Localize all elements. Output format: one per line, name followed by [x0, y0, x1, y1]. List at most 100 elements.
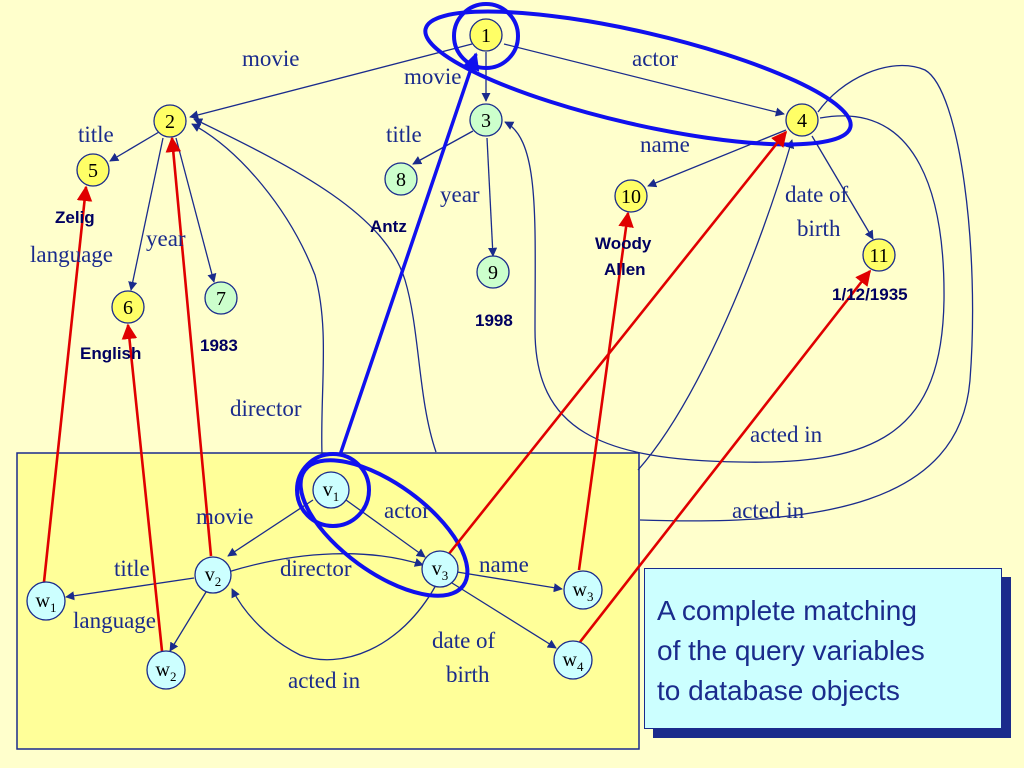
qedge-v2-w1 — [65, 577, 195, 601]
label-movie-1-3: movie — [404, 64, 462, 89]
label-name-4-10: name — [640, 132, 690, 157]
value-english: English — [80, 344, 141, 363]
caption-line-2: of the query variables — [657, 635, 925, 666]
query-node-v1: v1 — [312, 471, 350, 509]
edge-1-4 — [503, 43, 785, 117]
value-zelig: Zelig — [55, 208, 95, 227]
database-nodes: 1 2 3 4 5 6 7 8 9 10 11 — [76, 18, 896, 324]
value-allen: Allen — [604, 260, 646, 279]
edge-4-11 — [811, 135, 874, 240]
match-v3-4 — [446, 130, 788, 556]
caption-line-1: A complete matching — [657, 595, 917, 626]
svg-text:8: 8 — [396, 169, 406, 191]
value-antz: Antz — [370, 217, 407, 236]
edge-2-6 — [128, 137, 164, 291]
highlight-ellipse-1-4 — [423, 9, 853, 147]
match-w3-10 — [577, 211, 634, 571]
db-node-2: 2 — [153, 104, 187, 138]
edge-acted-in-b — [639, 65, 974, 522]
edge-acted-in-a — [504, 115, 945, 463]
qedge-v1-v3 — [345, 499, 426, 558]
query-node-v2: v2 — [194, 556, 232, 594]
svg-text:1: 1 — [481, 25, 491, 47]
query-node-w4: w4 — [553, 640, 593, 680]
caption-box: A complete matching of the query variabl… — [644, 568, 1002, 729]
match-w4-11 — [578, 269, 872, 643]
label-dob-line2: birth — [797, 216, 841, 241]
edge-4-down — [637, 139, 795, 471]
label-year-2-7: year — [146, 226, 186, 251]
qlabel-dob-line1: date of — [432, 628, 496, 653]
svg-text:v2: v2 — [205, 564, 222, 589]
qlabel-dob-line2: birth — [446, 662, 490, 687]
query-nodes: v1 v2 v3 w1 w2 w3 w4 — [26, 471, 603, 690]
label-language-2-6: language — [30, 242, 113, 267]
label-title-2-5: title — [78, 122, 114, 147]
db-node-4: 4 — [785, 103, 819, 137]
highlight-ellipses — [295, 2, 853, 598]
label-movie-1-2: movie — [242, 46, 300, 71]
value-1998: 1998 — [475, 311, 513, 330]
qlabel-actor: actor — [384, 498, 430, 523]
qedge-v3-w4 — [451, 582, 557, 649]
database-values: Zelig English 1983 Antz 1998 Woody Allen… — [55, 208, 908, 363]
query-node-w3: w3 — [563, 570, 603, 610]
svg-text:11: 11 — [869, 245, 888, 267]
db-node-1: 1 — [469, 18, 503, 52]
label-acted-in-b: acted in — [732, 498, 805, 523]
query-edge-labels: movie actor title language director name… — [73, 498, 529, 693]
query-edges — [65, 499, 563, 661]
db-node-9: 9 — [476, 255, 510, 289]
match-w2-6 — [121, 323, 164, 652]
qlabel-acted-in: acted in — [288, 668, 361, 693]
svg-text:9: 9 — [488, 262, 498, 284]
qedge-v2-w2 — [169, 591, 207, 652]
db-node-5: 5 — [76, 153, 110, 187]
svg-text:w4: w4 — [563, 649, 584, 674]
label-acted-in-a: acted in — [750, 422, 823, 447]
value-woody: Woody — [595, 234, 652, 253]
db-node-8: 8 — [384, 162, 418, 196]
svg-text:v3: v3 — [432, 558, 449, 583]
edge-2-7 — [175, 137, 217, 283]
db-node-6: 6 — [111, 290, 145, 324]
svg-text:5: 5 — [88, 160, 98, 182]
svg-text:w1: w1 — [36, 590, 57, 615]
match-w1-5 — [42, 185, 93, 583]
edge-1-2 — [189, 43, 473, 120]
db-node-7: 7 — [204, 281, 238, 315]
svg-text:2: 2 — [165, 111, 175, 133]
qedge-v1-v2 — [227, 499, 314, 557]
edge-2-5 — [109, 131, 160, 162]
db-node-3: 3 — [469, 103, 503, 137]
highlight-ellipse-v1-v3 — [298, 458, 470, 598]
match-v1-1 — [338, 52, 480, 456]
match-v2-2 — [165, 136, 213, 557]
label-actor-1-4: actor — [632, 46, 678, 71]
label-year-3-9: year — [440, 182, 480, 207]
label-dob-line1: date of — [785, 182, 849, 207]
db-node-10: 10 — [614, 179, 648, 213]
svg-text:w3: w3 — [573, 579, 594, 604]
caption-line-3: to database objects — [657, 675, 900, 706]
value-1983: 1983 — [200, 336, 238, 355]
highlight-circle-v1 — [295, 452, 371, 528]
svg-text:w2: w2 — [156, 659, 177, 684]
edge-4-10 — [647, 129, 787, 188]
edge-director — [191, 123, 325, 456]
qlabel-director: director — [280, 556, 352, 581]
qedge-director — [227, 553, 424, 573]
svg-text:4: 4 — [797, 110, 807, 132]
query-node-w1: w1 — [26, 581, 66, 621]
database-edges — [109, 43, 974, 522]
qlabel-movie: movie — [196, 504, 254, 529]
label-title-3-8: title — [386, 122, 422, 147]
qlabel-title: title — [114, 556, 150, 581]
query-node-v3: v3 — [421, 550, 459, 588]
svg-text:7: 7 — [216, 288, 226, 310]
qlabel-name: name — [479, 552, 529, 577]
highlight-circle-1 — [452, 2, 520, 70]
edge-3-9 — [486, 137, 498, 257]
svg-text:10: 10 — [621, 186, 641, 208]
